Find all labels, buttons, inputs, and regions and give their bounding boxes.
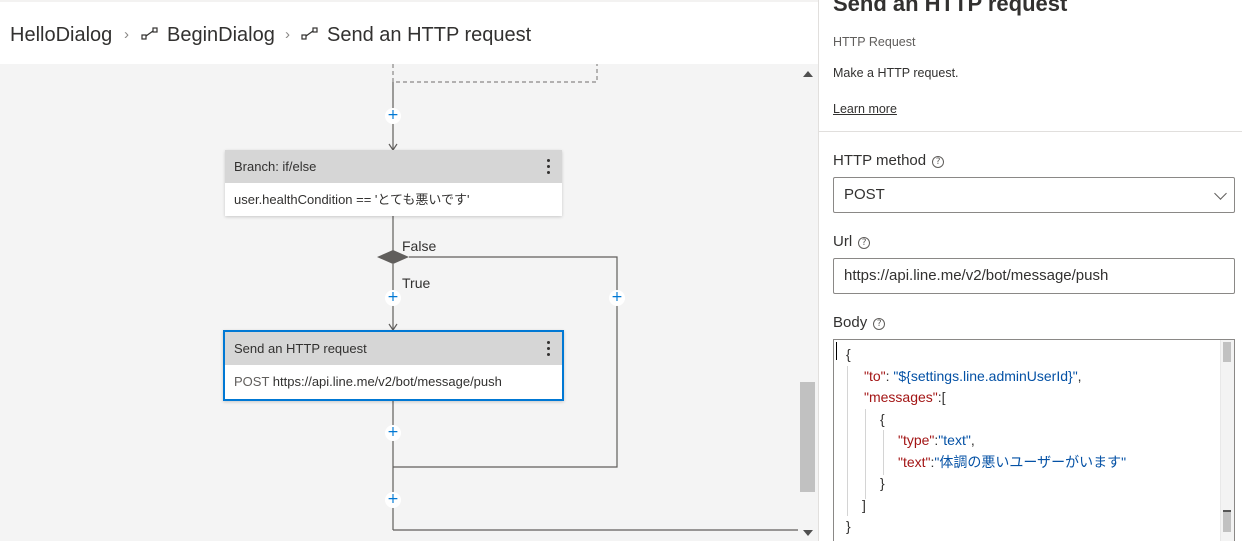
dialog-icon (141, 27, 158, 40)
help-icon[interactable]: ? (873, 318, 886, 330)
json-key: "text" (898, 453, 931, 470)
url-input[interactable]: https://api.line.me/v2/bot/message/push (833, 258, 1235, 294)
json-string: "text" (938, 432, 971, 448)
help-icon[interactable]: ? (858, 237, 871, 249)
editor-scrollbar-thumb[interactable] (1223, 342, 1231, 362)
http-method-value: POST (844, 186, 885, 203)
body-code-editor[interactable]: { "to": "${settings.line.adminUserId}", … (833, 339, 1235, 541)
body-label-text: Body (833, 314, 868, 331)
canvas-scrollbar[interactable] (798, 64, 818, 541)
http-node-title: Send an HTTP request (234, 341, 367, 356)
true-branch-label: True (402, 275, 431, 291)
branch-condition: user.healthCondition == 'とても悪いです' (234, 192, 470, 207)
editor-scrollbar[interactable] (1220, 340, 1234, 541)
code-line: { (834, 409, 1214, 431)
indent-guide (847, 366, 848, 516)
send-http-request-node[interactable]: Send an HTTP request POST https://api.li… (223, 330, 564, 401)
json-string: "体調の悪いユーザーがいます" (934, 453, 1127, 470)
code-line: "to": "${settings.line.adminUserId}", (864, 367, 1082, 384)
breadcrumb-separator: › (285, 26, 290, 43)
json-body: { "to": "${settings.line.adminUserId}", … (834, 344, 1214, 538)
http-method-dropdown[interactable]: POST (833, 177, 1235, 213)
json-key: "to" (864, 367, 886, 384)
body-label: Body? (833, 314, 886, 331)
more-options-icon[interactable] (547, 159, 551, 174)
http-method-label-text: HTTP method (833, 152, 927, 169)
http-url: https://api.line.me/v2/bot/message/push (272, 374, 502, 389)
add-action-button[interactable]: + (609, 290, 625, 306)
add-action-button[interactable]: + (385, 492, 401, 508)
scroll-down-icon[interactable] (803, 530, 813, 536)
editor-scrollbar-marker (1223, 510, 1231, 532)
dialog-icon (301, 27, 318, 40)
json-key: "type" (898, 432, 935, 448)
url-label: Url? (833, 233, 871, 250)
breadcrumb: HelloDialog › BeginDialog › Send an HTTP… (0, 0, 818, 64)
breadcrumb-send-http-request[interactable]: Send an HTTP request (327, 24, 532, 46)
http-node-header: Send an HTTP request (225, 332, 562, 365)
code-line: } (834, 473, 1214, 495)
help-icon[interactable]: ? (932, 156, 945, 168)
branch-node-title: Branch: if/else (234, 159, 317, 174)
indent-guide (883, 430, 884, 475)
chevron-down-icon (1214, 187, 1227, 200)
code-line: { (834, 344, 1214, 366)
json-brace: } (846, 518, 851, 534)
url-input-value: https://api.line.me/v2/bot/message/push (844, 267, 1109, 284)
code-line: "text":"体調の悪いユーザーがいます" (898, 453, 1127, 470)
panel-subtitle: HTTP Request (833, 35, 916, 49)
json-key: "messages" (864, 389, 938, 405)
panel-description: Make a HTTP request. (833, 66, 959, 80)
text-cursor (836, 342, 837, 360)
add-action-button[interactable]: + (385, 108, 401, 124)
branch-ifelse-node[interactable]: Branch: if/else user.healthCondition == … (225, 150, 562, 216)
scrollbar-thumb[interactable] (800, 382, 815, 492)
add-action-button[interactable]: + (385, 290, 401, 306)
json-brace: { (846, 346, 851, 362)
divider (819, 131, 1242, 132)
indent-guide (865, 409, 866, 499)
breadcrumb-hellodialog[interactable]: HelloDialog (10, 24, 113, 46)
code-line: } (834, 516, 1214, 538)
json-brace: } (880, 475, 885, 491)
http-method-label: HTTP method? (833, 152, 945, 169)
property-panel: Send an HTTP request HTTP Request Make a… (818, 0, 1242, 541)
more-options-icon[interactable] (547, 341, 551, 356)
breadcrumb-begindialog[interactable]: BeginDialog (167, 24, 275, 46)
http-verb: POST (234, 374, 270, 389)
breadcrumb-separator: › (124, 26, 129, 43)
scroll-up-icon[interactable] (803, 71, 813, 77)
panel-title: Send an HTTP request (833, 0, 1068, 16)
flow-canvas[interactable]: + Branch: if/else user.healthCondition =… (0, 64, 818, 541)
json-string: "${settings.line.adminUserId}" (893, 367, 1078, 384)
add-action-button[interactable]: + (385, 425, 401, 441)
code-line: ] (834, 495, 1214, 517)
flow-diagram: + Branch: if/else user.healthCondition =… (0, 64, 798, 541)
code-line: "messages":[ (864, 389, 946, 405)
false-branch-label: False (402, 238, 437, 254)
code-line: "type":"text", (898, 432, 975, 448)
http-node-summary: POST https://api.line.me/v2/bot/message/… (225, 365, 562, 399)
learn-more-link[interactable]: Learn more (833, 102, 897, 116)
branch-node-header: Branch: if/else (225, 150, 562, 183)
json-brace: { (880, 410, 885, 427)
url-label-text: Url (833, 233, 853, 250)
json-bracket: ] (862, 496, 866, 513)
